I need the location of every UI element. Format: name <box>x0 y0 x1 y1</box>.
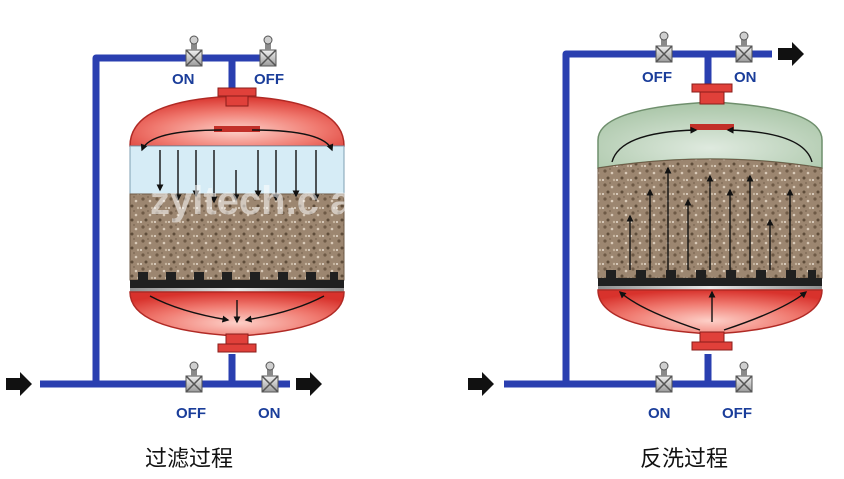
left-top-flange <box>217 87 257 97</box>
right-bottom-flange <box>699 331 725 343</box>
watermark: zyltech.c a.com <box>150 179 446 223</box>
left-valve-label-bottom-right: ON <box>258 405 281 422</box>
inlet-arrow-icon <box>6 372 32 396</box>
left-support-plate <box>130 280 344 288</box>
right-support-plate <box>598 278 822 286</box>
right-outlet-arrow-icon <box>778 42 804 66</box>
right-valve-label-bottom-right: OFF <box>722 405 752 422</box>
left-valve-bottom-left[interactable] <box>185 361 203 393</box>
left-caption: 过滤过程 <box>145 447 233 472</box>
right-top-dome <box>597 101 823 169</box>
right-top-flange <box>691 83 733 93</box>
right-flow-arrows <box>611 126 813 331</box>
left-valve-top-left[interactable] <box>185 35 203 67</box>
filtration-panel: ON OFF OFF ON 过滤过程 <box>6 35 345 472</box>
left-valve-label-bottom-left: OFF <box>176 405 206 422</box>
left-flow-arrows <box>140 129 334 324</box>
left-water-zone <box>129 145 345 195</box>
left-valve-label-top-left: ON <box>172 71 195 88</box>
left-valve-label-top-right: OFF <box>254 71 284 88</box>
right-valve-top-right[interactable] <box>735 31 753 63</box>
outlet-arrow-icon <box>296 372 322 396</box>
left-bottom-flange <box>225 333 249 345</box>
right-valve-label-bottom-left: ON <box>648 405 671 422</box>
right-valve-bottom-right[interactable] <box>735 361 753 393</box>
left-piping <box>40 54 290 388</box>
right-valve-label-top-left: OFF <box>642 69 672 86</box>
right-piping <box>504 50 772 388</box>
right-valve-top-left[interactable] <box>655 31 673 63</box>
left-valve-bottom-right[interactable] <box>261 361 279 393</box>
left-valve-top-right[interactable] <box>259 35 277 67</box>
right-bottom-dome <box>597 289 823 335</box>
right-valve-bottom-left[interactable] <box>655 361 673 393</box>
right-caption: 反洗过程 <box>640 447 728 472</box>
right-inlet-arrow-icon <box>468 372 494 396</box>
left-filter-media <box>129 193 345 281</box>
right-valve-label-top-right: ON <box>734 69 757 86</box>
backwash-panel: OFF ON ON OFF 反洗过程 <box>468 31 823 472</box>
